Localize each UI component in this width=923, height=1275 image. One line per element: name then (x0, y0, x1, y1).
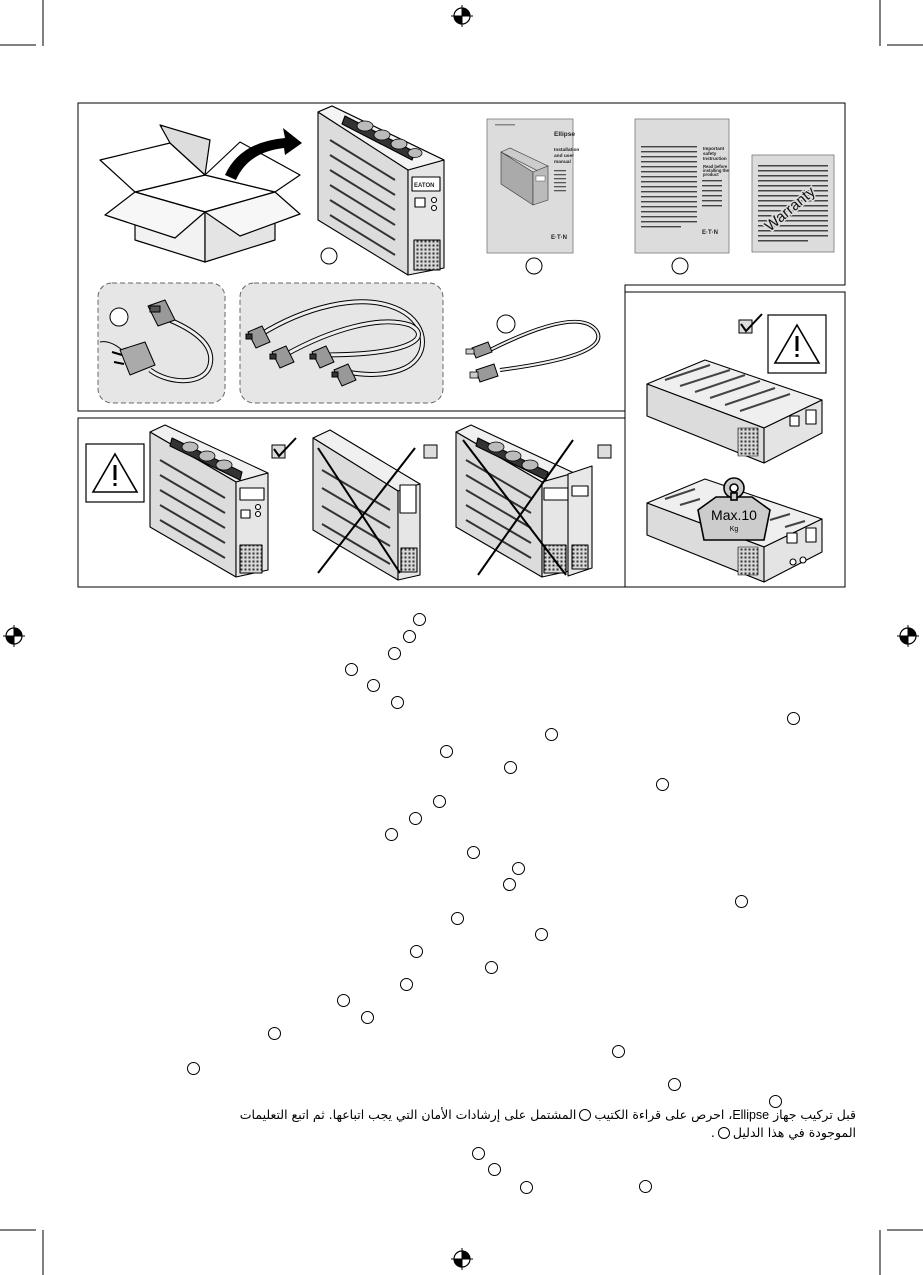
max-load-unit: Kg (730, 526, 739, 533)
arabic-line-2: الموجودة في هذا الدليل. (710, 1125, 856, 1140)
svg-text:manual: manual (554, 159, 571, 165)
reference-marker (410, 945, 423, 958)
open-box (99, 124, 301, 263)
ups-stacked-wrong (455, 424, 593, 578)
user-manual: Ellipse Installation and user manual E·T… (486, 118, 579, 254)
max-load-label: Max.10 (711, 507, 757, 523)
reference-marker (769, 1095, 782, 1108)
reference-marker (337, 994, 350, 1007)
reference-marker (668, 1078, 681, 1091)
power-cord (99, 299, 214, 384)
ups-upright-correct (149, 424, 269, 578)
reference-marker (451, 912, 464, 925)
reference-marker (787, 712, 800, 725)
svg-text:Installation: Installation (554, 147, 579, 153)
svg-text:E·T·N: E·T·N (702, 230, 718, 236)
reference-marker (535, 928, 548, 941)
svg-text:Read before: Read before (703, 164, 728, 169)
reference-marker (440, 745, 453, 758)
registration-mark-icon (3, 625, 25, 647)
svg-text:EATON: EATON (414, 183, 434, 189)
reference-marker (472, 1147, 485, 1160)
output-cords (257, 299, 425, 377)
reference-marker (433, 795, 446, 808)
manual-brand: Ellipse (554, 131, 575, 138)
svg-text:Instruction: Instruction (703, 156, 727, 161)
reference-marker (400, 978, 413, 991)
svg-text:safety: safety (703, 151, 717, 156)
reference-marker (345, 663, 358, 676)
brand-name: Ellipse (732, 1108, 770, 1122)
reference-marker (467, 846, 480, 859)
warning-triangle-icon (773, 323, 821, 364)
reference-marker (391, 696, 404, 709)
checkbox-checked-icon (273, 437, 297, 458)
svg-text:Important: Important (703, 146, 725, 151)
svg-text:and user: and user (554, 153, 574, 159)
reference-marker (520, 1181, 533, 1194)
reference-marker (639, 1180, 652, 1193)
arrow-icon (225, 128, 302, 180)
reference-marker (485, 961, 498, 974)
reference-marker (385, 828, 398, 841)
reference-marker (545, 728, 558, 741)
warranty-card: Warranty (751, 154, 835, 253)
warning-triangle-icon (91, 452, 139, 493)
reference-marker (268, 1027, 281, 1040)
svg-text:installing the: installing the (703, 168, 729, 173)
reference-marker (612, 1045, 625, 1058)
reference-marker (388, 647, 401, 660)
reference-marker (735, 895, 748, 908)
reference-marker (503, 878, 516, 891)
safety-manual: Important safety Instruction Read before… (634, 118, 729, 254)
reference-marker (656, 778, 669, 791)
registration-mark-icon (897, 625, 919, 647)
svg-text:E·T·N: E·T·N (551, 235, 567, 241)
package-contents-illustration: EATON Ellipse Installation and user manu… (77, 102, 846, 588)
reference-marker (488, 1163, 501, 1176)
usb-cable (465, 319, 601, 383)
arabic-instructions: قبل تركيب جهاز Ellipse، احرص على قراءة ا… (120, 1106, 856, 1141)
reference-marker (717, 1127, 730, 1139)
reference-marker (187, 1062, 200, 1075)
registration-mark-icon (451, 1248, 473, 1270)
ups-horizontal (646, 359, 823, 464)
svg-text:product: product (703, 172, 719, 177)
checkbox-empty-icon (423, 444, 438, 459)
reference-marker (413, 613, 426, 626)
reference-marker (504, 761, 517, 774)
reference-marker (361, 1011, 374, 1024)
registration-mark-icon (451, 5, 473, 27)
reference-marker (579, 1109, 592, 1121)
reference-marker (512, 862, 525, 875)
arabic-line-1: قبل تركيب جهاز Ellipse، احرص على قراءة ا… (239, 1107, 856, 1122)
checkbox-empty-icon (597, 444, 612, 459)
reference-marker (403, 630, 416, 643)
reference-marker (409, 812, 422, 825)
reference-marker (367, 679, 380, 692)
weight-icon (697, 477, 771, 541)
ups-upright: EATON (317, 105, 445, 276)
checkbox-checked-icon (740, 313, 763, 333)
